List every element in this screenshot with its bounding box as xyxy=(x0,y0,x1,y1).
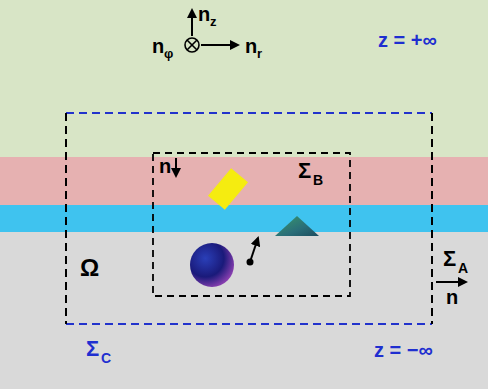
outer-bottom xyxy=(66,323,432,325)
sphere xyxy=(190,243,234,287)
dipole-arrow xyxy=(250,238,258,262)
into-page-symbol xyxy=(185,38,199,52)
r-axis-arrow xyxy=(201,44,238,46)
axis-subscript: r xyxy=(257,47,262,60)
axis-label: n xyxy=(198,4,210,24)
outer-normal-arrow xyxy=(436,281,466,283)
surface-subscript: C xyxy=(101,351,111,365)
upper-region xyxy=(0,0,488,157)
normal-label: n xyxy=(159,156,171,176)
prism xyxy=(275,216,319,236)
surface-label: Σ xyxy=(86,338,99,360)
normal-label: n xyxy=(446,287,458,307)
axis-label: n xyxy=(152,36,164,56)
blue-layer xyxy=(0,205,488,232)
lower-region xyxy=(0,232,488,389)
yellow-block xyxy=(208,168,248,210)
surface-subscript: A xyxy=(458,261,468,275)
outer-top xyxy=(66,112,432,114)
inner-normal-arrow xyxy=(175,158,177,176)
surface-label: Σ xyxy=(298,160,311,182)
inner-surface xyxy=(153,153,350,296)
outer-right xyxy=(431,113,433,324)
boundary-label: z = −∞ xyxy=(374,340,433,360)
axis-label: n xyxy=(245,36,257,56)
z-axis-arrow xyxy=(191,10,193,36)
outer-left xyxy=(65,113,67,324)
boundary-label: z = +∞ xyxy=(378,30,437,50)
volume-label: Ω xyxy=(80,256,99,280)
surface-label: Σ xyxy=(443,248,456,270)
surface-subscript: B xyxy=(313,173,323,187)
axis-subscript: φ xyxy=(164,47,173,60)
axis-subscript: z xyxy=(210,15,217,28)
